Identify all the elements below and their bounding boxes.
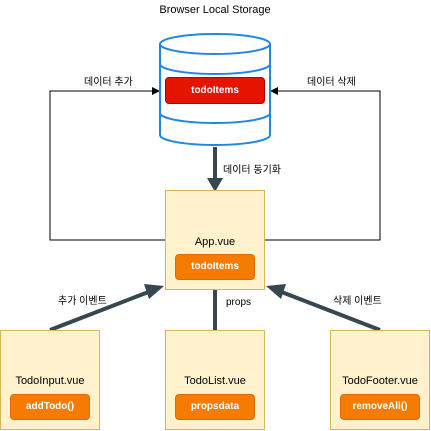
todo-footer-item-removeall: removeAll(): [340, 394, 420, 420]
todo-list-item-propsdata: propsdata: [175, 394, 255, 420]
delete-event-arrow: [266, 284, 381, 332]
delete-data-label: 데이터 삭제: [307, 77, 356, 88]
add-data-connector: [49, 87, 165, 241]
todo-list-title: TodoList.vue: [184, 375, 246, 387]
todo-list-node: TodoList.vue propsdata: [165, 330, 265, 430]
todo-footer-node: TodoFooter.vue removeAll(): [330, 330, 430, 430]
app-vue-node: App.vue todoItems: [165, 190, 265, 290]
todo-input-node: TodoInput.vue addTodo(): [0, 330, 100, 430]
props-label: props: [226, 297, 252, 308]
app-item-todoitems: todoItems: [175, 254, 255, 280]
app-vue-title: App.vue: [194, 236, 236, 248]
todo-footer-title: TodoFooter.vue: [342, 375, 418, 387]
sync-data-label: 데이터 동기화: [223, 165, 281, 176]
delete-event-label: 삭제 이벤트: [333, 296, 382, 307]
add-event-arrow: [49, 284, 164, 332]
todo-input-item-addtodo: addTodo(): [10, 394, 90, 420]
storage-item-todoitems: todoItems: [165, 77, 265, 104]
storage-title: Browser Local Storage: [159, 4, 271, 16]
todo-input-title: TodoInput.vue: [15, 375, 85, 387]
add-event-label: 추가 이벤트: [58, 296, 107, 307]
sync-arrow: [207, 147, 223, 192]
delete-data-connector: [265, 87, 381, 241]
add-data-label: 데이터 추가: [84, 77, 133, 88]
